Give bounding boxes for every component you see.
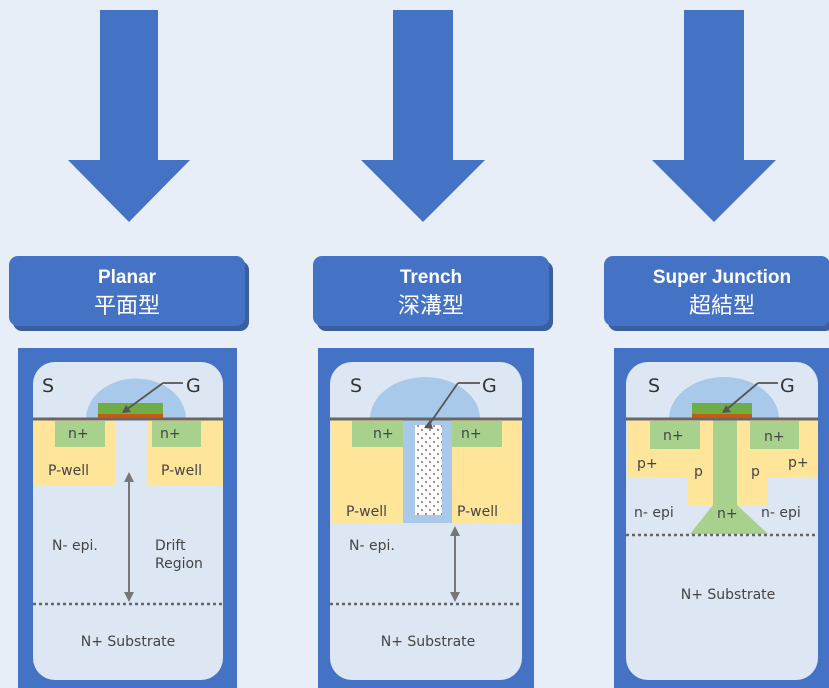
n-plus-label: n+ [764, 429, 785, 445]
panel-super-junction: S G n+ n+ p+ p+ p p n- epi n+ n- epi N+ … [614, 348, 829, 688]
panel-trench: S G n+ n+ P-well P-well N- epi. N+ Subst… [318, 348, 534, 688]
n-plus-label: n+ [717, 506, 738, 522]
p-well-label: P-well [48, 463, 89, 479]
header-planar: Planar 平面型 [9, 256, 249, 331]
p-well-label: P-well [346, 504, 387, 520]
source-label: S [42, 375, 54, 397]
header-title-cn: 深溝型 [398, 294, 464, 319]
down-arrow-icon [652, 10, 776, 222]
down-arrow-icon [68, 10, 190, 222]
n-plus-label: n+ [373, 426, 394, 442]
substrate-label: N+ Substrate [81, 634, 176, 650]
gate-label: G [186, 375, 201, 397]
p-label: p [751, 464, 760, 480]
header-title-cn: 超結型 [689, 294, 755, 319]
n-plus-label: n+ [663, 428, 684, 444]
p-plus-label: p+ [788, 455, 809, 471]
n-plus-label: n+ [160, 426, 181, 442]
epi-label: n- epi [634, 505, 674, 521]
down-arrow-icon [361, 10, 485, 222]
source-label: S [648, 375, 660, 397]
gate-label: G [482, 375, 497, 397]
drift-label: Region [155, 556, 203, 572]
p-well-label: P-well [457, 504, 498, 520]
drift-label: Drift [155, 538, 186, 554]
p-label: p [694, 464, 703, 480]
panel-planar: S G n+ n+ P-well P-well N- epi. Drift Re… [18, 348, 237, 688]
header-title-en: Trench [400, 267, 462, 288]
n-plus-label: n+ [68, 426, 89, 442]
epi-label: N- epi. [349, 538, 395, 554]
header-title-cn: 平面型 [94, 294, 160, 319]
p-plus-label: p+ [637, 456, 658, 472]
header-trench: Trench 深溝型 [313, 256, 553, 331]
header-title-en: Planar [98, 267, 157, 288]
n-plus-label: n+ [461, 426, 482, 442]
epi-label: N- epi. [52, 538, 98, 554]
gate-label: G [780, 375, 795, 397]
source-label: S [350, 375, 362, 397]
substrate-label: N+ Substrate [381, 634, 476, 650]
header-title-en: Super Junction [653, 267, 791, 288]
substrate-label: N+ Substrate [681, 587, 776, 603]
header-super-junction: Super Junction 超結型 [604, 256, 829, 331]
p-well-label: P-well [161, 463, 202, 479]
epi-label: n- epi [761, 505, 801, 521]
